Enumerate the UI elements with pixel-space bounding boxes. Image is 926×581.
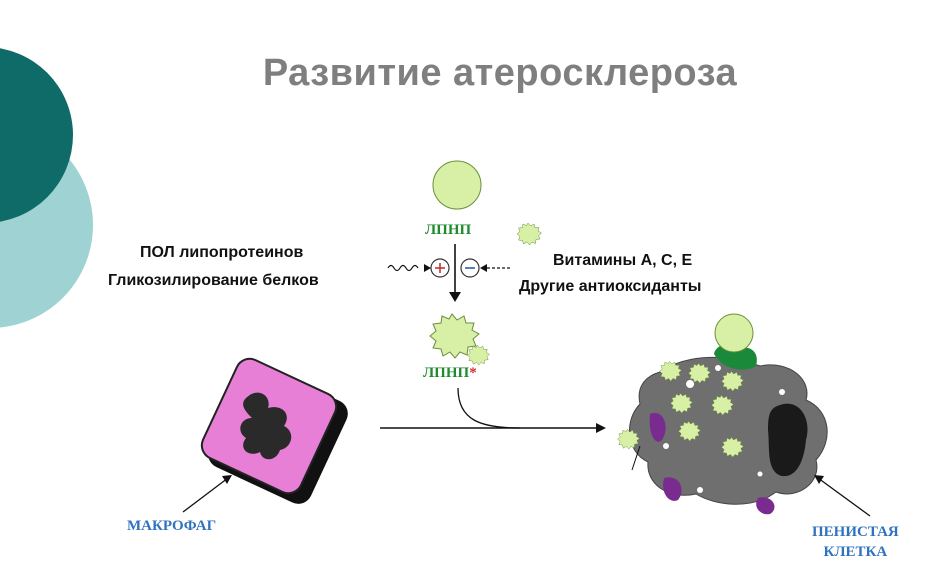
macrophage-label: МАКРОФАГ xyxy=(127,518,217,534)
macrophage xyxy=(200,357,348,504)
oxidized-ldl-particle xyxy=(429,313,480,359)
decor-circle-dark xyxy=(0,48,73,222)
left-factor-2: Гликозилирование белков xyxy=(108,272,319,289)
wavy-arrow xyxy=(387,264,419,272)
oxidized-ldl-label: ЛПНП xyxy=(423,365,470,381)
foam-cell-label-line-1: ПЕНИСТАЯ xyxy=(812,524,899,540)
oxidized-ldl-label-wrap: ЛПНП* xyxy=(423,364,477,382)
foam-cell-pointer xyxy=(817,477,871,517)
oxidized-mark: * xyxy=(469,365,477,381)
page-title: Развитие атеросклероза xyxy=(262,52,738,94)
foam-inner-pointer xyxy=(631,445,641,471)
macrophage-pointer xyxy=(182,477,229,513)
right-factor-1: Витамины А, С, Е xyxy=(553,252,693,269)
right-factor-2: Другие антиоксиданты xyxy=(519,278,702,295)
foam-cell-label-line-2: КЛЕТКА xyxy=(823,544,888,560)
ldl-particle xyxy=(432,160,482,210)
foam-cell-nucleus xyxy=(768,403,808,477)
conversion-arrowhead xyxy=(449,292,461,302)
left-factor-1: ПОЛ липопротеинов xyxy=(140,244,304,261)
ldl-to-arrow-curve xyxy=(457,387,521,429)
bound-ldl-particle xyxy=(714,313,754,353)
macrophage-nucleus xyxy=(240,392,292,460)
foam-cell xyxy=(629,343,828,515)
foam-cell-label: ПЕНИСТАЯ КЛЕТКА xyxy=(812,522,899,562)
ldl-label: ЛПНП xyxy=(425,222,472,238)
